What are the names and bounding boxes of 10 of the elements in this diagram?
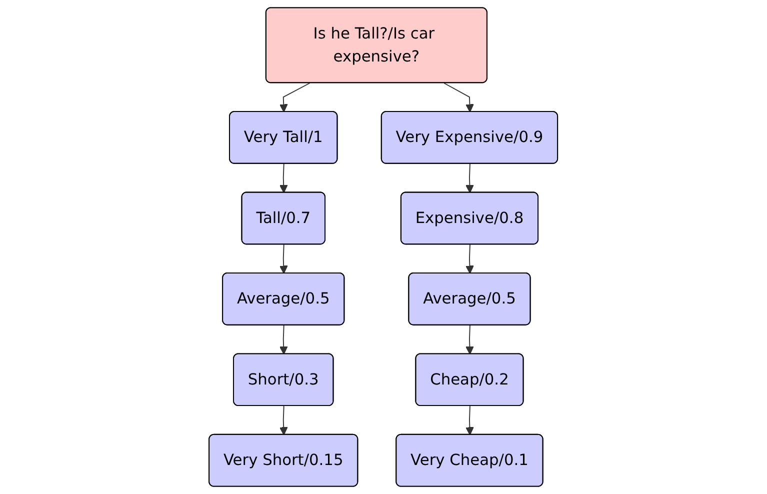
arrow — [280, 244, 288, 274]
arrow — [280, 324, 288, 355]
arrow — [466, 244, 474, 274]
arrow — [280, 163, 288, 194]
arrow — [444, 82, 474, 112]
arrow — [466, 324, 474, 355]
arrow — [466, 163, 474, 194]
arrow — [280, 406, 288, 436]
arrow — [280, 82, 310, 112]
arrow — [466, 406, 474, 436]
